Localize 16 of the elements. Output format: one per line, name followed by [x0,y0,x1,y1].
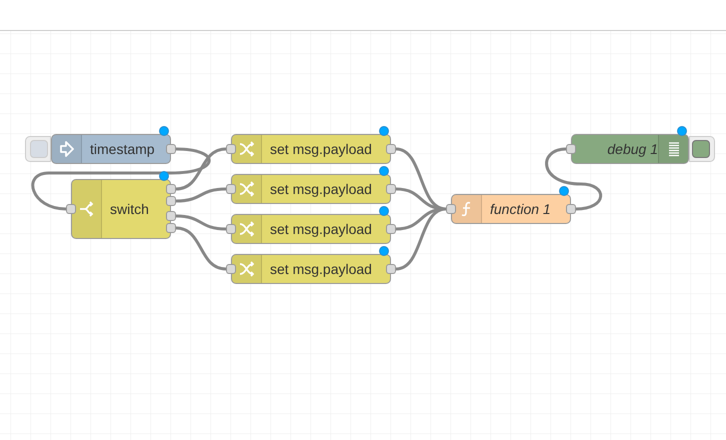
node-label: timestamp [90,141,155,157]
node-label: switch [110,201,149,217]
wire [176,214,226,230]
wire [176,188,226,202]
node-label: set msg.payload [270,141,372,157]
wire [176,226,226,270]
wire [176,148,226,190]
wire [32,148,210,210]
node-label: set msg.payload [270,261,372,277]
node-label: set msg.payload [270,221,372,237]
node-label: set msg.payload [270,181,372,197]
node-label: debug 1 [607,141,658,157]
wire [396,148,446,210]
wire [396,208,446,270]
node-label: function 1 [490,201,551,217]
wire [545,148,602,210]
